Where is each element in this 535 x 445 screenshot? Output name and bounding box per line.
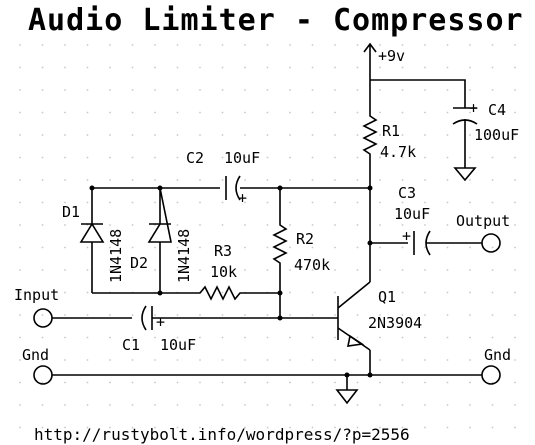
capacitor-c1: + C1 10uF bbox=[122, 305, 196, 354]
d1-value: 1N4148 bbox=[107, 229, 125, 283]
capacitor-c4: + C4 100uF bbox=[452, 96, 519, 150]
resistor-r2: R2 470k bbox=[272, 188, 330, 318]
q1-value: 2N3904 bbox=[368, 314, 422, 332]
c4-plus: + bbox=[469, 99, 478, 117]
diode-d2: D2 1N4148 bbox=[130, 187, 193, 293]
capacitor-c3: + C3 10uF bbox=[394, 184, 431, 256]
capacitor-c2: + C2 10uF bbox=[186, 149, 260, 207]
c4-ref: C4 bbox=[488, 101, 506, 119]
schematic-title: Audio Limiter - Compressor bbox=[28, 3, 524, 38]
r3-ref: R3 bbox=[214, 242, 232, 260]
r2-value: 470k bbox=[294, 256, 330, 274]
c4-value: 100uF bbox=[474, 126, 519, 144]
c2-ref: C2 bbox=[186, 149, 204, 167]
diode-d1: D1 1N4148 bbox=[62, 188, 125, 293]
r3-value: 10k bbox=[210, 263, 237, 281]
resistor-r3: R3 10k bbox=[195, 242, 280, 301]
gnd-terminal-right[interactable] bbox=[481, 365, 501, 385]
gnd-left-label: Gnd bbox=[22, 346, 49, 364]
c1-value: 10uF bbox=[160, 336, 196, 354]
output-label: Output bbox=[456, 212, 510, 230]
supply-label: +9v bbox=[378, 47, 405, 65]
r1-value: 4.7k bbox=[380, 143, 416, 161]
c2-plus: + bbox=[238, 189, 247, 207]
source-url: http://rustybolt.info/wordpress/?p=2556 bbox=[34, 425, 410, 444]
c3-value: 10uF bbox=[394, 205, 430, 223]
dot-grid bbox=[19, 44, 516, 429]
input-terminal[interactable] bbox=[33, 308, 53, 328]
c3-ref: C3 bbox=[398, 184, 416, 202]
ground-symbol-main bbox=[335, 375, 359, 405]
c1-plus: + bbox=[156, 313, 165, 331]
d2-ref: D2 bbox=[130, 254, 148, 272]
input-label: Input bbox=[14, 286, 59, 304]
ground-symbol-c4 bbox=[453, 150, 477, 182]
resistor-r1: R1 4.7k bbox=[362, 112, 416, 188]
d1-ref: D1 bbox=[62, 203, 80, 221]
c2-value: 10uF bbox=[224, 149, 260, 167]
c3-plus: + bbox=[402, 227, 411, 245]
q1-ref: Q1 bbox=[378, 288, 396, 306]
r2-ref: R2 bbox=[296, 230, 314, 248]
supply-symbol: +9v bbox=[363, 42, 405, 65]
r1-ref: R1 bbox=[382, 122, 400, 140]
supply-wire bbox=[369, 62, 466, 112]
c1-ref: C1 bbox=[122, 336, 140, 354]
gnd-right-label: Gnd bbox=[484, 346, 511, 364]
d2-value: 1N4148 bbox=[175, 229, 193, 283]
transistor-q1: Q1 2N3904 bbox=[337, 281, 422, 351]
output-terminal[interactable] bbox=[481, 233, 501, 253]
gnd-terminal-left[interactable] bbox=[33, 365, 53, 385]
